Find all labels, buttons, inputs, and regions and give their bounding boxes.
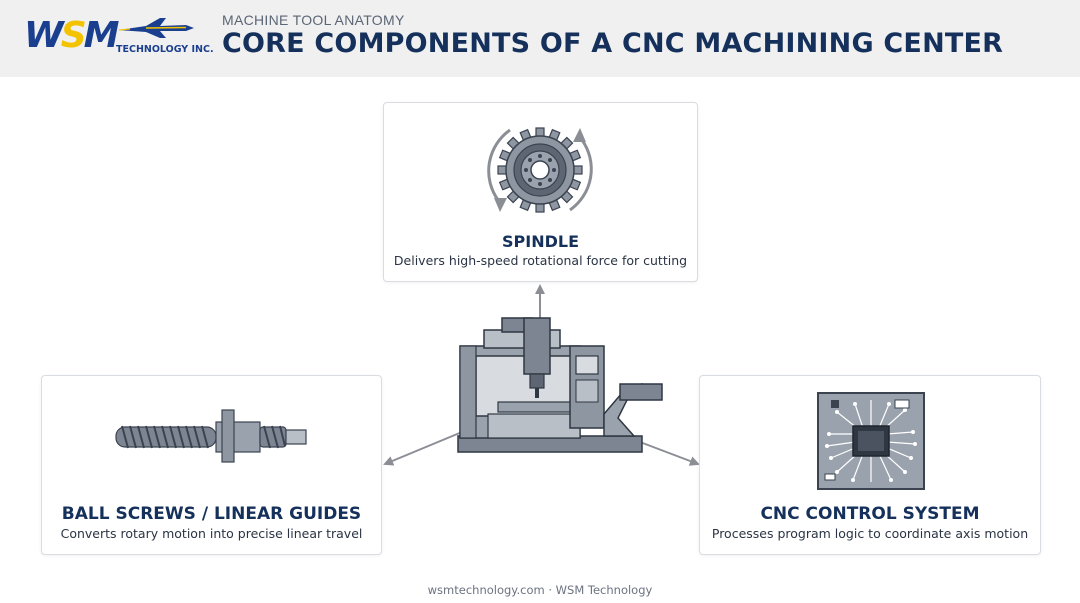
control-title: CNC CONTROL SYSTEM xyxy=(760,504,980,524)
ball-screws-card: BALL SCREWS / LINEAR GUIDES Converts rot… xyxy=(41,375,382,555)
logo-subtext: TECHNOLOGY INC. xyxy=(116,44,214,55)
header-bar: WSM TECHNOLOGY INC. MACHINE TOOL ANATOMY… xyxy=(0,0,1080,77)
circuit-board-chip-icon xyxy=(817,392,925,490)
spindle-title: SPINDLE xyxy=(502,232,579,251)
control-description: Processes program logic to coordinate ax… xyxy=(711,526,1029,541)
logo-wordmark: WSM xyxy=(24,15,119,56)
arrow-to-control xyxy=(639,441,700,466)
cnc-machine-icon xyxy=(457,317,663,453)
footer-text: wsmtechnology.com · WSM Technology xyxy=(427,583,653,597)
arrow-to-ball-screws xyxy=(383,431,463,466)
company-logo[interactable]: WSM TECHNOLOGY INC. xyxy=(24,14,214,64)
gear-with-rotation-arrows-icon xyxy=(487,127,593,213)
control-card: CNC CONTROL SYSTEM Processes program log… xyxy=(699,375,1041,555)
spindle-card: SPINDLE Delivers high-speed rotational f… xyxy=(383,102,698,282)
ball-screws-description: Converts rotary motion into precise line… xyxy=(60,526,363,541)
ball-screws-title: BALL SCREWS / LINEAR GUIDES xyxy=(61,504,362,524)
jet-icon xyxy=(118,18,194,38)
section-kicker: MACHINE TOOL ANATOMY xyxy=(222,12,405,28)
page-title: CORE COMPONENTS OF A CNC MACHINING CENTE… xyxy=(222,28,1004,59)
spindle-description: Delivers high-speed rotational force for… xyxy=(393,253,688,268)
ball-screw-icon xyxy=(115,409,307,463)
